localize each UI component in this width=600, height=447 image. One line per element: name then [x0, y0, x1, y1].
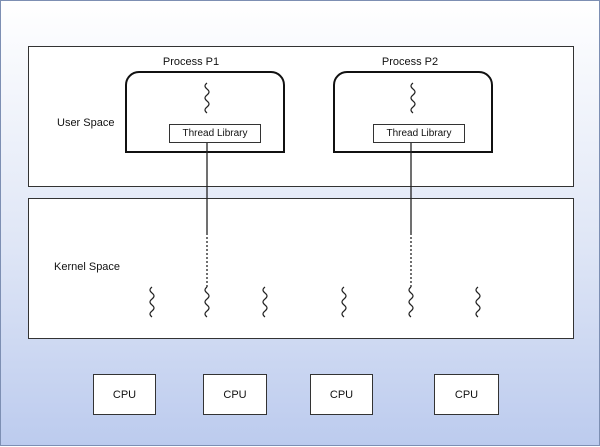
- kernel-space-label: Kernel Space: [54, 261, 121, 273]
- process-p1-thread-library: Thread Library: [169, 124, 261, 143]
- cpu-box-2: CPU: [203, 374, 267, 415]
- process-p2-thread-library: Thread Library: [373, 124, 465, 143]
- cpu-box-1: CPU: [93, 374, 156, 415]
- cpu-box-4: CPU: [434, 374, 499, 415]
- cpu-box-3: CPU: [310, 374, 373, 415]
- kernel-space-box: [28, 198, 574, 339]
- user-space-label: User Space: [57, 117, 115, 129]
- process-p2-title: Process P2: [381, 56, 439, 68]
- process-p1-title: Process P1: [162, 56, 220, 68]
